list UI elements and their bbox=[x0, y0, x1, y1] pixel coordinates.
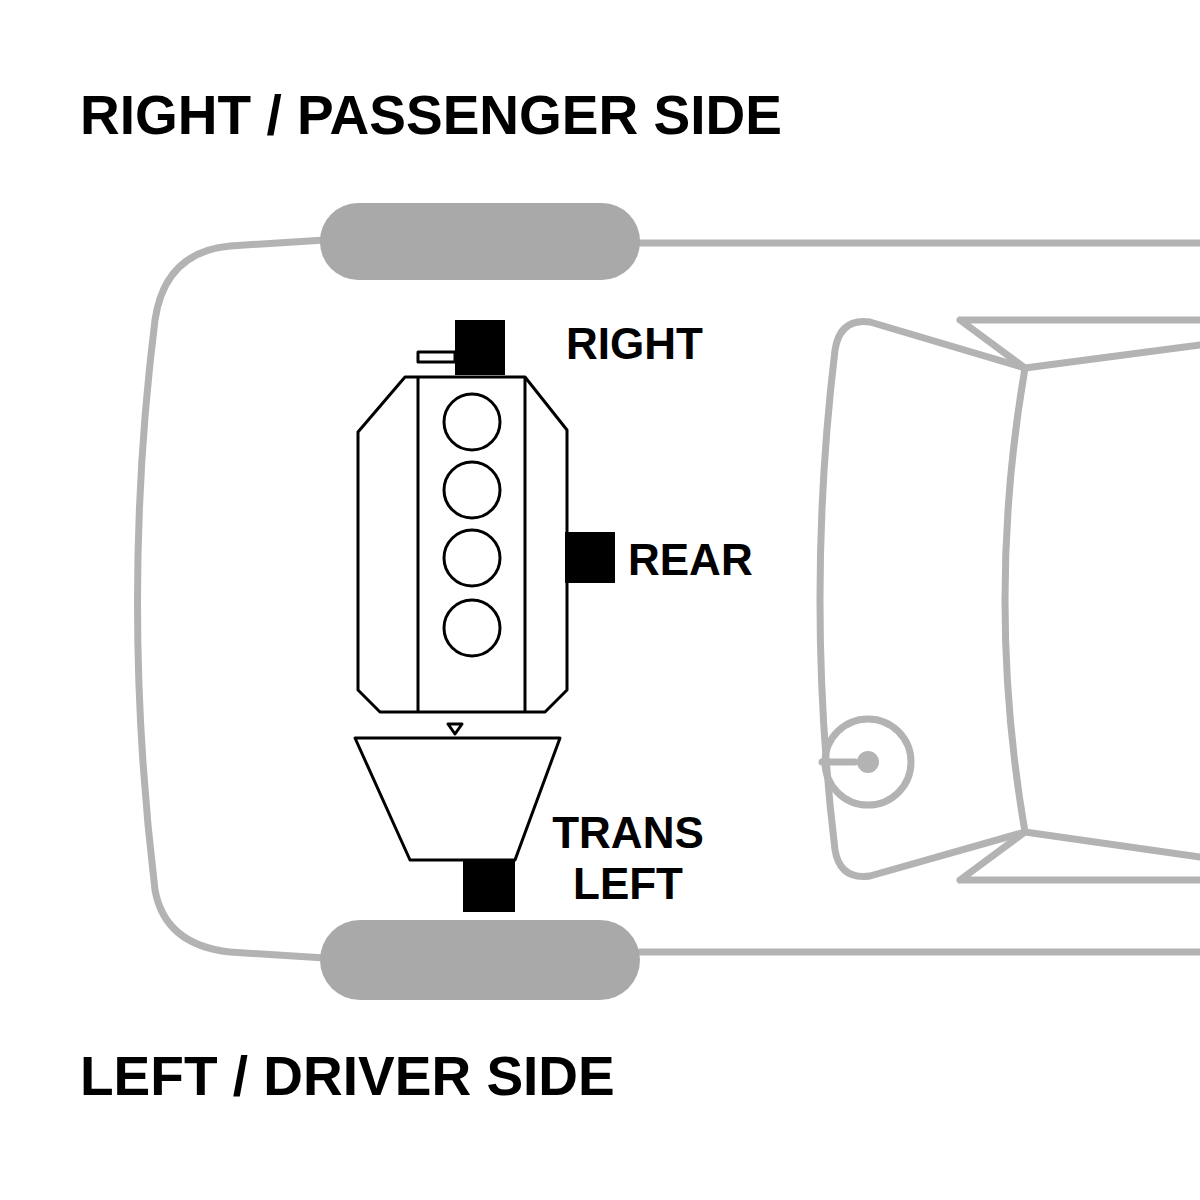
mount-label: REAR bbox=[628, 535, 753, 586]
side-heading: LEFT / DRIVER SIDE bbox=[80, 1045, 615, 1108]
bellhousing-tab bbox=[448, 724, 462, 734]
front-left-wheel bbox=[320, 920, 640, 1000]
engine-block bbox=[358, 377, 567, 712]
pulley-rod bbox=[418, 352, 455, 362]
cylinder bbox=[444, 600, 500, 656]
mirror-stem bbox=[822, 759, 855, 766]
mirror-dot bbox=[857, 751, 879, 773]
windshield bbox=[1005, 368, 1025, 832]
car-body-outline bbox=[138, 240, 1200, 958]
right-mount bbox=[455, 320, 505, 375]
rear-mount bbox=[565, 532, 615, 583]
engine-head-lines bbox=[418, 377, 525, 712]
mount-label: RIGHT bbox=[566, 319, 703, 370]
cylinder bbox=[444, 394, 500, 450]
trans-left-mount bbox=[463, 860, 515, 912]
roof-lines bbox=[960, 320, 1200, 880]
cabin-outline bbox=[820, 322, 1025, 877]
front-right-wheel bbox=[320, 203, 640, 280]
cylinder bbox=[444, 462, 500, 518]
cylinder bbox=[444, 530, 500, 586]
mount-label: TRANS LEFT bbox=[543, 808, 713, 909]
side-heading: RIGHT / PASSENGER SIDE bbox=[80, 84, 782, 147]
transmission bbox=[355, 738, 560, 860]
